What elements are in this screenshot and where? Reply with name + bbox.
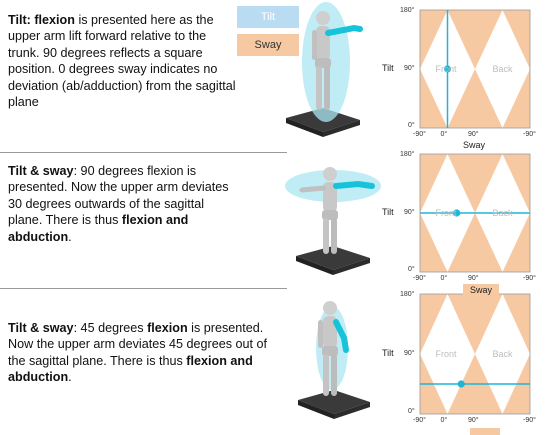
chart-3-xtick-3: -90°	[523, 417, 536, 424]
row3-bold3: flexion and abduction	[8, 353, 253, 385]
arm-highlight	[325, 24, 363, 36]
chart-1-ylabel: Tilt	[382, 63, 394, 73]
chart-1-ytick-180: 180°	[400, 7, 415, 14]
row3-prefix: Tilt & sway	[8, 321, 74, 335]
chart-1-xtick-3: -90°	[523, 131, 536, 138]
chart-1-back-label: Back	[492, 64, 513, 74]
chart-1-xtick-2: 90°	[468, 131, 479, 138]
chart-3-xtick-1: 0°	[440, 417, 448, 424]
figure-3-mannequin	[298, 301, 370, 419]
separator-1	[0, 152, 287, 153]
arm-highlight	[333, 180, 375, 189]
chart-2-front-label: Front	[435, 208, 457, 218]
row1-text1: is presented here as the upper arm lift …	[8, 13, 236, 110]
chart-2-ytick-180: 180°	[400, 151, 415, 158]
row2-description: Tilt & sway: 90 degrees flexion is prese…	[8, 163, 236, 245]
row3-description: Tilt & sway: 45 degrees flexion is prese…	[8, 320, 270, 386]
chart-2-back-label: Back	[492, 208, 513, 218]
chart-2-xtick-3: -90°	[523, 275, 536, 282]
chart-3-sway-tag	[470, 428, 500, 435]
chart-3-ylabel: Tilt	[382, 348, 394, 358]
legend-tilt: Tilt	[237, 6, 299, 28]
chart-3-xtick-0: -90°	[413, 417, 426, 424]
legend-sway: Sway	[237, 34, 299, 56]
chart-2-ylabel: Tilt	[382, 207, 394, 217]
row3-bold2: flexion	[147, 321, 188, 335]
chart-3-ytick-180: 180°	[400, 291, 415, 298]
row1-description: Tilt: flexion is presented here as the u…	[8, 12, 240, 110]
row2-text2: .	[68, 229, 72, 244]
chart-2-ytick-90: 90°	[404, 209, 415, 216]
row2-bold2: flexion and abduction	[8, 213, 189, 244]
row2-prefix: Tilt & sway	[8, 164, 74, 178]
chart-1-xtick-1: 0°	[440, 131, 448, 138]
chart-3-ytick-0: 0°	[408, 408, 415, 415]
figure-1-mannequin	[286, 2, 363, 137]
row1-prefix: Tilt:	[8, 13, 35, 27]
row3-text2: is presented. Now the upper arm deviates…	[8, 321, 268, 368]
arm-highlight	[333, 319, 349, 353]
chart-2-sway-tag: Sway	[463, 284, 499, 296]
chart-2-xtick-1: 0°	[440, 275, 448, 282]
chart-3-data-point	[457, 380, 465, 388]
chart-3-front-label: Front	[435, 349, 457, 359]
chart-1-front-label: Front	[435, 64, 457, 74]
separator-2	[0, 288, 287, 289]
chart-2-xtick-2: 90°	[468, 275, 479, 282]
chart-1-xlabel: Sway	[463, 140, 486, 150]
row3-text1: : 45 degrees	[73, 321, 148, 335]
chart-2-ytick-0: 0°	[408, 266, 415, 273]
chart-3-xtick-2: 90°	[468, 417, 479, 424]
chart-2-xtick-0: -90°	[413, 275, 426, 282]
row3-text3: .	[68, 370, 72, 385]
chart-1-ytick-90: 90°	[404, 65, 415, 72]
figure-2-mannequin	[285, 167, 381, 275]
chart-3-ytick-90: 90°	[404, 350, 415, 357]
chart-1-ytick-0: 0°	[408, 122, 415, 129]
chart-1-xtick-0: -90°	[413, 131, 426, 138]
row2-text1: : 90 degrees flexion is presented. Now t…	[8, 164, 229, 228]
chart-3-back-label: Back	[492, 349, 513, 359]
row1-bold1: flexion	[34, 13, 75, 27]
